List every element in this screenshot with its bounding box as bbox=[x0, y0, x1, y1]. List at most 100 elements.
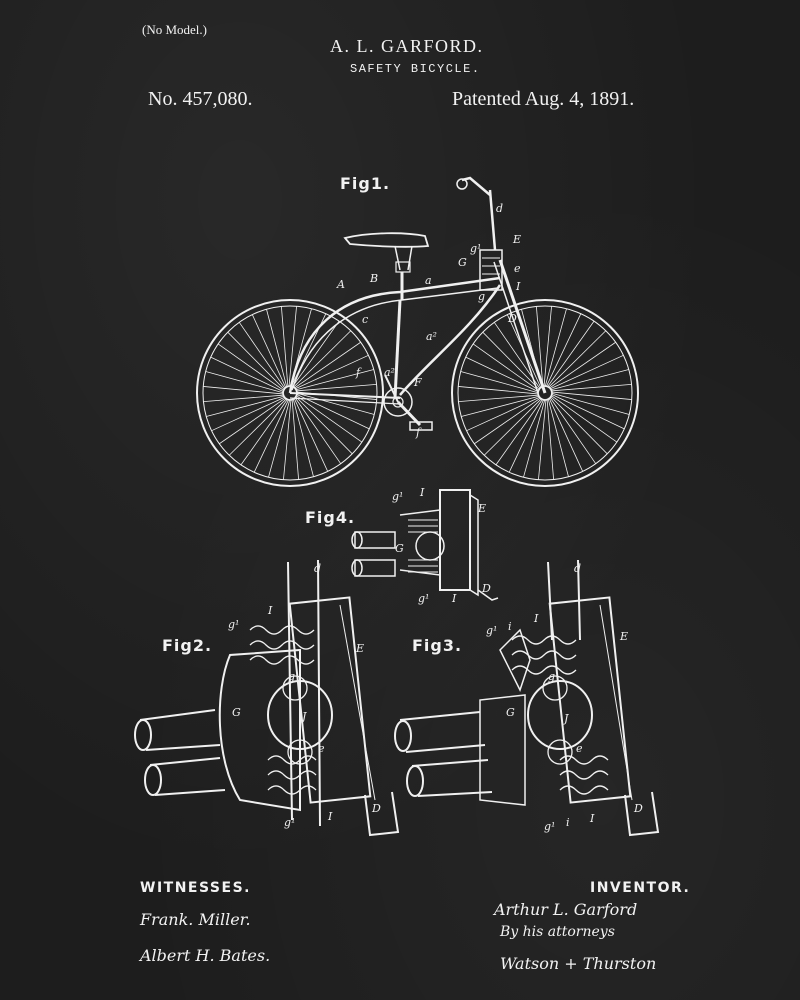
wheel-spoke bbox=[268, 398, 291, 478]
wheel-spoke bbox=[544, 308, 567, 388]
wheel-spoke bbox=[549, 354, 624, 390]
label-a2: a² bbox=[426, 330, 437, 343]
bicycle-frame bbox=[288, 176, 547, 405]
wheel-spoke bbox=[550, 393, 625, 430]
fig3-label-g1: g¹ bbox=[486, 624, 497, 637]
fig4-label-E: E bbox=[477, 502, 486, 515]
wheel-spoke bbox=[550, 392, 630, 415]
wheel-spoke bbox=[293, 341, 361, 389]
wheel-spoke bbox=[217, 343, 285, 392]
label-a: a bbox=[425, 274, 432, 287]
fig4-label-g1-lower: g¹ bbox=[418, 592, 429, 605]
wheel-spoke bbox=[458, 386, 540, 395]
wheel-spoke bbox=[210, 356, 285, 393]
label-f: f bbox=[355, 366, 362, 379]
front-wheel bbox=[451, 299, 639, 487]
fig2-label-g1-lower: g¹ bbox=[284, 816, 295, 829]
label-I: I bbox=[515, 280, 521, 293]
wheel-spoke bbox=[523, 398, 546, 478]
wheel-spoke bbox=[546, 320, 595, 388]
fig3-label-J: J bbox=[562, 712, 569, 725]
wheel-spoke bbox=[495, 398, 544, 466]
bicycle-drawing: A B a c a² d E e I G g¹ g D F a² f f bbox=[196, 176, 639, 487]
fig3-label-E: E bbox=[619, 630, 628, 643]
fig3-label-g: g bbox=[548, 670, 555, 683]
fig2-label-g1: g¹ bbox=[228, 618, 239, 631]
label-F: F bbox=[413, 376, 422, 389]
wheel-spoke bbox=[546, 398, 555, 480]
wheel-spoke bbox=[550, 383, 632, 392]
wheel-spoke bbox=[203, 394, 285, 403]
fig3-label-g1-lower: g¹ bbox=[544, 820, 555, 833]
patent-title: SAFETY BICYCLE. bbox=[350, 62, 481, 76]
wheel-spoke bbox=[549, 396, 597, 464]
fig3-label-i: i bbox=[508, 620, 512, 633]
label-a2-lower: a² bbox=[384, 366, 395, 379]
attorneys-note: By his attorneys bbox=[500, 924, 615, 940]
inventor-name: A. L. GARFORD. bbox=[330, 36, 484, 56]
wheel-spoke bbox=[460, 371, 540, 394]
fig3-label-e: e bbox=[576, 742, 583, 755]
wheel-spoke bbox=[508, 398, 545, 473]
wheel-spoke bbox=[483, 397, 543, 456]
fig2-label-D: D bbox=[371, 802, 381, 815]
witness-signature-1: Frank. Miller. bbox=[140, 910, 251, 929]
wheel-spoke bbox=[295, 392, 375, 415]
wheel-spoke bbox=[280, 306, 289, 388]
wheel-spoke bbox=[295, 394, 363, 443]
fig3-label-I: I bbox=[533, 612, 539, 625]
label-f-lower: f bbox=[415, 426, 422, 439]
wheel-spoke bbox=[288, 306, 297, 388]
label-e: e bbox=[514, 262, 521, 275]
label-c: c bbox=[362, 313, 368, 326]
wheel-spoke bbox=[295, 369, 374, 391]
wheel-spoke bbox=[550, 369, 629, 391]
wheel-spoke bbox=[291, 398, 300, 480]
fig3-label-I-lower: I bbox=[589, 812, 595, 825]
attorneys-signature: Watson + Thurston bbox=[500, 954, 657, 973]
fig2-label-g: g bbox=[288, 670, 295, 683]
wheel-spoke bbox=[547, 330, 607, 389]
wheel-spoke bbox=[474, 397, 542, 445]
wheel-spoke bbox=[251, 314, 287, 389]
wheel-spoke bbox=[549, 395, 608, 455]
fig2-label-e: e bbox=[318, 742, 325, 755]
wheel-spoke bbox=[253, 398, 290, 473]
label-E: E bbox=[512, 233, 521, 246]
label-B: B bbox=[369, 272, 378, 285]
wheel-spoke bbox=[205, 371, 285, 394]
wheel-spoke bbox=[295, 393, 370, 430]
fig4-label-I-lower: I bbox=[451, 592, 457, 605]
fig4-label-G: G bbox=[395, 542, 404, 555]
fig4-label-I: I bbox=[419, 486, 425, 499]
figure-4-label: Fig4. bbox=[305, 508, 356, 527]
model-note: (No Model.) bbox=[142, 22, 207, 37]
wheel-spoke bbox=[203, 386, 285, 395]
witness-signature-2: Albert H. Bates. bbox=[140, 946, 271, 965]
wheel-spoke bbox=[294, 354, 369, 390]
saddle bbox=[343, 232, 430, 300]
wheel-spoke bbox=[538, 398, 547, 480]
fig3-assembly: d g¹ i I E g G J e g¹ i I D bbox=[394, 559, 660, 837]
wheel-spoke bbox=[465, 356, 540, 393]
wheel-spoke bbox=[543, 306, 552, 388]
wheel-spoke bbox=[472, 343, 540, 392]
wheel-spoke bbox=[206, 395, 285, 417]
wheel-spoke bbox=[548, 341, 616, 389]
label-D: D bbox=[507, 312, 517, 325]
fig2-label-J: J bbox=[300, 710, 307, 723]
rear-wheel bbox=[196, 299, 384, 487]
wheel-spoke bbox=[458, 394, 540, 403]
wheel-spoke bbox=[535, 306, 544, 388]
fig2-label-E: E bbox=[355, 642, 364, 655]
wheel-spoke bbox=[550, 391, 632, 400]
crank-set bbox=[383, 374, 433, 431]
fig2-label-d: d bbox=[314, 562, 321, 575]
fig2-assembly: d g¹ I E g G J e g¹ I D bbox=[134, 559, 400, 837]
wheel-spoke bbox=[292, 398, 314, 477]
wheel-spoke bbox=[228, 397, 288, 456]
wheel-spoke bbox=[283, 398, 292, 480]
wheel-spoke bbox=[240, 398, 289, 466]
label-A: A bbox=[336, 278, 345, 291]
wheel-spoke bbox=[294, 396, 342, 464]
